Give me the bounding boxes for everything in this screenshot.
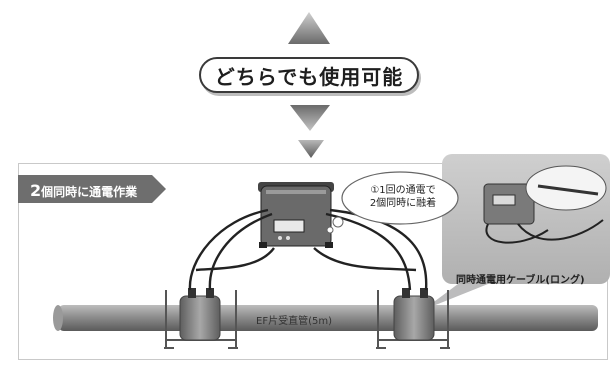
section-title-number: 2: [30, 181, 42, 200]
section-title-text: 個同時に通電作業: [41, 185, 138, 199]
fusion-cables: [188, 208, 428, 291]
coupling-right: [393, 288, 435, 341]
bubble-line-2: 2個同時に融着: [369, 198, 437, 209]
section-title: 2個同時に通電作業: [30, 181, 137, 200]
diagram-illustration: [53, 154, 610, 349]
bubble-line-1: ①1回の通電で: [370, 185, 436, 196]
speech-bubble: [326, 171, 459, 234]
arrow-up-icon: [288, 12, 330, 44]
arrow-down-small-icon: [298, 140, 324, 158]
pill-text: どちらでも使用可能: [214, 64, 404, 89]
arrow-down-icon: [290, 105, 330, 131]
bubble-text: ①1回の通電で 2個同時に融着: [357, 184, 449, 210]
usage-pill: どちらでも使用可能: [199, 57, 419, 93]
section-tab: [18, 175, 166, 203]
inset-equipment: [483, 165, 607, 244]
cable-label: 同時通電用ケーブル(ロング): [456, 275, 585, 286]
coupling-left: [179, 288, 221, 341]
support-stand-right: [376, 290, 450, 349]
pipe-label: EF片受直管(5m): [256, 316, 332, 327]
